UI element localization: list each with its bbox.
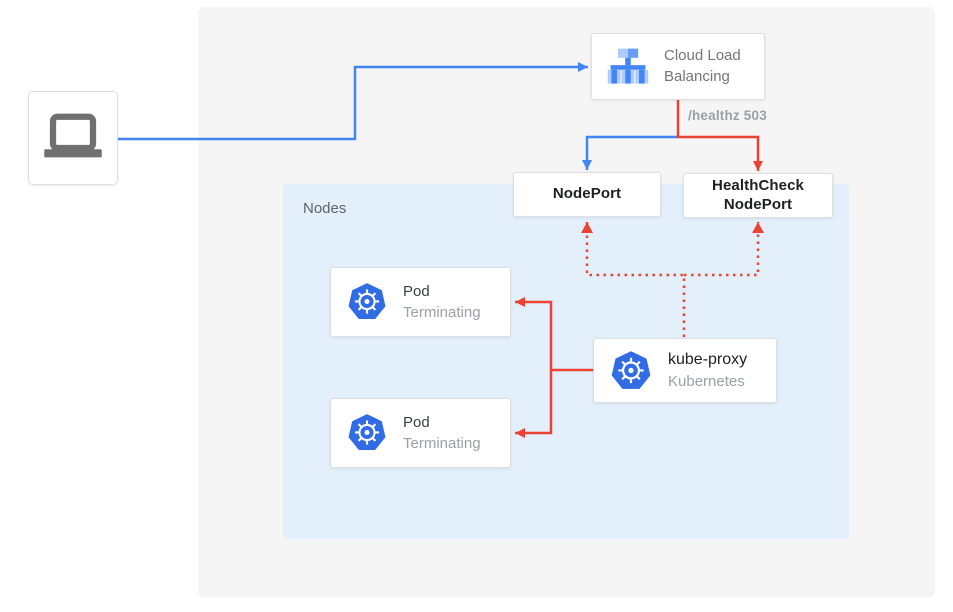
cloud-load-balancing-icon: [605, 46, 651, 88]
healthcheck-nodeport-label: HealthCheck NodePort: [712, 177, 804, 215]
pod-1-text: Pod Terminating: [403, 281, 481, 323]
clb-label-line2: Balancing: [664, 67, 730, 85]
kubernetes-icon: [609, 349, 653, 393]
laptop-icon: [43, 113, 103, 163]
pod-terminating-1-card: Pod Terminating: [330, 267, 511, 337]
kube-proxy-subtitle: Kubernetes: [668, 373, 745, 391]
healthz-label: /healthz 503: [688, 108, 767, 123]
clb-label: Cloud Load Balancing: [664, 46, 741, 87]
kubernetes-icon: [346, 281, 388, 323]
kubernetes-icon: [346, 412, 388, 454]
client-card: [28, 91, 118, 185]
kube-proxy-card: kube-proxy Kubernetes: [593, 338, 777, 403]
pod-2-title: Pod: [403, 414, 430, 431]
kube-proxy-title: kube-proxy: [668, 350, 748, 368]
nodeport-card: NodePort: [513, 172, 661, 217]
kube-proxy-text: kube-proxy Kubernetes: [668, 349, 747, 392]
pod-1-status: Terminating: [403, 304, 481, 321]
pod-terminating-2-card: Pod Terminating: [330, 398, 511, 468]
healthcheck-label-line2: NodePort: [723, 195, 793, 213]
clb-label-line1: Cloud Load: [664, 47, 741, 65]
nodes-label: Nodes: [303, 200, 347, 217]
pod-2-text: Pod Terminating: [403, 412, 481, 454]
nodeport-label: NodePort: [552, 185, 622, 203]
healthcheck-label-line1: HealthCheck: [712, 176, 804, 194]
cloud-load-balancing-card: Cloud Load Balancing: [591, 33, 765, 100]
healthcheck-nodeport-card: HealthCheck NodePort: [683, 173, 833, 218]
pod-2-status: Terminating: [403, 435, 481, 452]
pod-1-title: Pod: [403, 283, 430, 300]
